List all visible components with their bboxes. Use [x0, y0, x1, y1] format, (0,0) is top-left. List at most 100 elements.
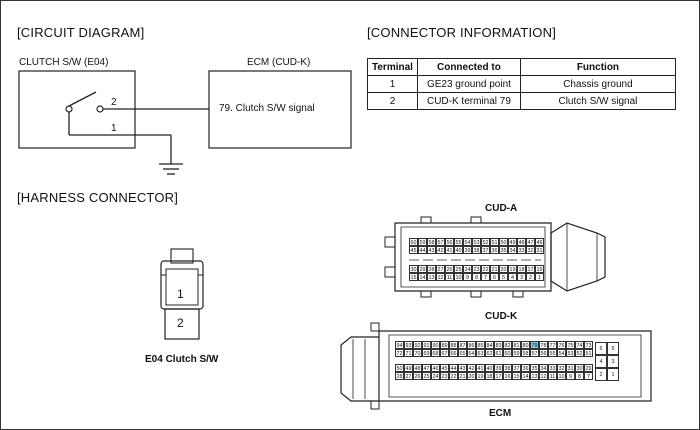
table-cell: 2 [367, 92, 418, 110]
connector-pin: 75 [566, 341, 575, 349]
connector-pin: 51 [490, 238, 499, 246]
connector-pin: 46 [431, 364, 440, 372]
connector-pin: 51 [584, 349, 593, 357]
connector-pin: 45 [409, 246, 418, 254]
connector-pin: 44 [418, 246, 427, 254]
connector-pin: 42 [467, 364, 476, 372]
table-row: 2 CUD-K terminal 79 Clutch S/W signal [367, 92, 676, 110]
connector-pin: 26 [413, 372, 422, 380]
connector-pin: 61 [494, 349, 503, 357]
connector-pin: 5 [607, 342, 619, 355]
ecm-signal-label: 79. Clutch S/W signal [219, 103, 315, 114]
connector-pin: 82 [503, 341, 512, 349]
connector-pin: 94 [395, 341, 404, 349]
circuit-diagram-heading: [CIRCUIT DIAGRAM] [17, 25, 145, 40]
connector-pin: 30 [409, 265, 418, 273]
connector-pin: 25 [454, 265, 463, 273]
connector-pin: 8 [575, 372, 584, 380]
connector-pin: 54 [463, 238, 472, 246]
connector-pin: 24 [431, 372, 440, 380]
connector-pin: 59 [512, 349, 521, 357]
connector-pin: 36 [490, 246, 499, 254]
connector-pin: 74 [575, 341, 584, 349]
connector-pin: 7 [584, 372, 593, 380]
connector-pin: 27 [436, 265, 445, 273]
table-row: 1 GE23 ground point Chassis ground [367, 75, 676, 93]
connector-pin: 57 [436, 238, 445, 246]
connector-pin: 23 [440, 372, 449, 380]
connector-pin: 30 [575, 364, 584, 372]
connector-pin: 36 [521, 364, 530, 372]
clutch-switch-label: CLUTCH S/W (E04) [19, 57, 109, 68]
connector-pin: 60 [409, 238, 418, 246]
connector-pin: 48 [517, 238, 526, 246]
switch-lever [68, 91, 97, 107]
connector-pin: 55 [454, 238, 463, 246]
connector-pin: 49 [508, 238, 517, 246]
connector-pin: 6 [490, 273, 499, 281]
connector-pin: 17 [526, 265, 535, 273]
e04-pin-1: 1 [177, 287, 184, 301]
connector-pin: 29 [418, 265, 427, 273]
connector-pin: 47 [422, 364, 431, 372]
connector-pin: 27 [404, 372, 413, 380]
connector-pin: 9 [463, 273, 472, 281]
connector-pin: 80 [521, 341, 530, 349]
connector-pin: 70 [413, 349, 422, 357]
connector-pin: 43 [458, 364, 467, 372]
connector-pin: 26 [445, 265, 454, 273]
table-cell: Clutch S/W signal [519, 92, 676, 110]
connector-pin: 56 [445, 238, 454, 246]
connector-pin: 12 [539, 372, 548, 380]
cud-a-label: CUD-A [485, 203, 518, 214]
connector-pin: 87 [458, 341, 467, 349]
cud-k-connector-drawing [340, 322, 652, 410]
connector-pin: 39 [494, 364, 503, 372]
table-cell: Chassis ground [519, 75, 676, 93]
connector-pin: 34 [508, 246, 517, 254]
connector-pin: 8 [472, 273, 481, 281]
connector-pin: 58 [521, 349, 530, 357]
connector-pin: 31 [535, 246, 544, 254]
switch-contact-right [96, 105, 104, 113]
connector-pin: 2 [526, 273, 535, 281]
table-cell: GE23 ground point [416, 75, 521, 93]
connector-pin: 45 [440, 364, 449, 372]
connector-pin: 34 [539, 364, 548, 372]
connector-pin: 6 [595, 342, 607, 355]
connector-pin: 46 [535, 238, 544, 246]
ecm-box-label: ECM (CUD-K) [247, 57, 311, 68]
connector-pin: 69 [422, 349, 431, 357]
connector-pin: 65 [458, 349, 467, 357]
connector-pin: 49 [404, 364, 413, 372]
connector-pin: 2 [595, 368, 607, 381]
e04-pin-2: 2 [177, 316, 184, 330]
connector-pin: 62 [485, 349, 494, 357]
connector-pin: 39 [463, 246, 472, 254]
connector-pin: 24 [463, 265, 472, 273]
connector-pin: 47 [526, 238, 535, 246]
connector-pin: 17 [494, 372, 503, 380]
connector-pin: 33 [517, 246, 526, 254]
connector-pin: 12 [436, 273, 445, 281]
pin-2-label: 2 [111, 97, 117, 108]
connector-pin: 38 [472, 246, 481, 254]
connector-pin: 41 [476, 364, 485, 372]
connector-pin: 4 [508, 273, 517, 281]
connector-pin: 20 [467, 372, 476, 380]
connector-pin: 1 [607, 368, 619, 381]
connector-pin: 85 [476, 341, 485, 349]
harness-connector-heading: [HARNESS CONNECTOR] [17, 190, 179, 205]
connector-pin: 42 [436, 246, 445, 254]
ecm-caption: ECM [489, 408, 512, 419]
connector-pin: 16 [535, 265, 544, 273]
connector-pin: 40 [454, 246, 463, 254]
connector-pin: 52 [481, 238, 490, 246]
connector-pin: 91 [422, 341, 431, 349]
connector-pin: 76 [557, 341, 566, 349]
connector-pin: 28 [427, 265, 436, 273]
connector-pin: 10 [557, 372, 566, 380]
connector-pin: 83 [494, 341, 503, 349]
table-cell: 1 [367, 75, 418, 93]
connector-pin: 28 [395, 372, 404, 380]
